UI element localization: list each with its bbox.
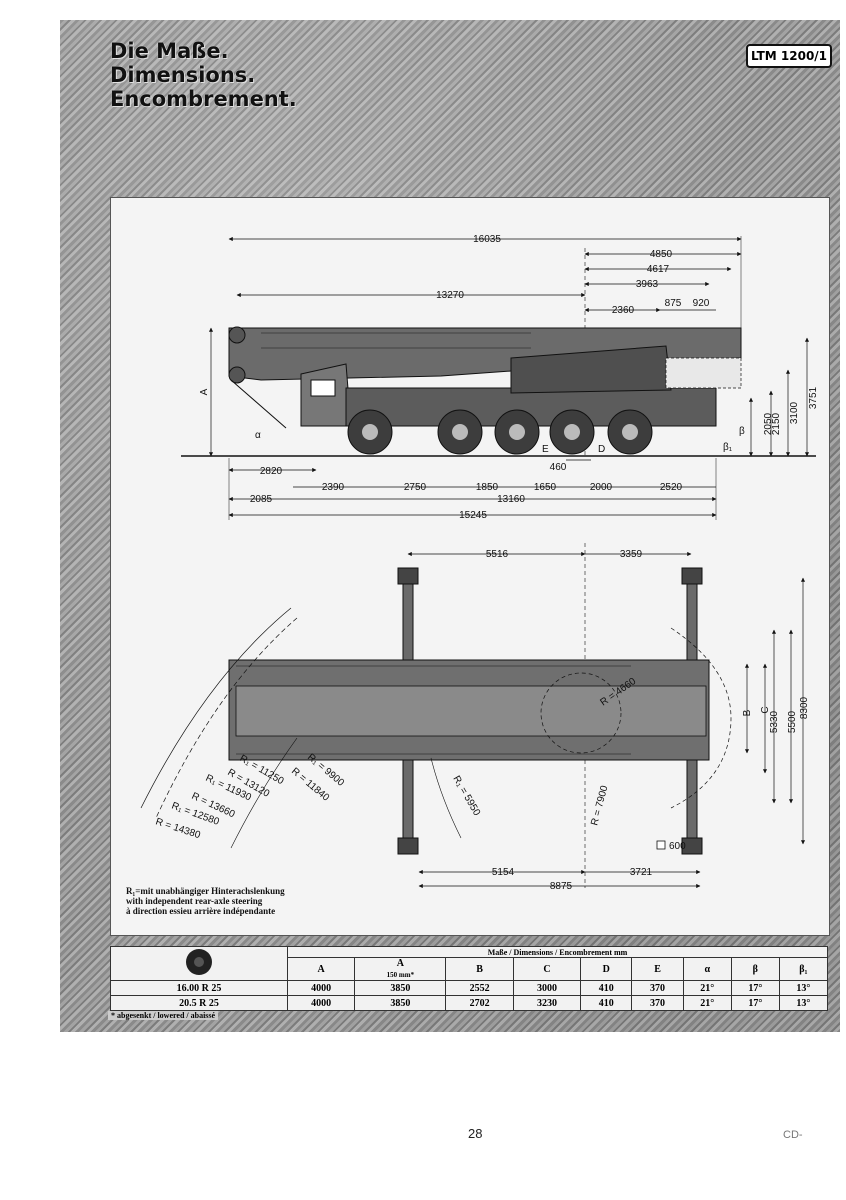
angle-label-beta1: β₁ xyxy=(723,442,733,453)
radius-label: R₁ = 5950 xyxy=(450,774,482,818)
dim-label: 2820 xyxy=(260,466,283,477)
table-cell: 370 xyxy=(631,980,684,996)
dim-label: 2085 xyxy=(250,494,273,505)
dim-label: 8300 xyxy=(799,696,810,719)
dim-label: 5154 xyxy=(492,867,515,878)
column-subnote: 150 mm* xyxy=(386,971,415,979)
title-german: Die Maße. xyxy=(110,39,229,63)
table-cell: 4000 xyxy=(286,995,356,1011)
dim-label: 5500 xyxy=(787,710,798,733)
label-E: E xyxy=(542,444,549,455)
table-cell: 13° xyxy=(778,995,829,1011)
dim-label: 1850 xyxy=(476,482,499,493)
tire-size: 20.5 R 25 xyxy=(110,995,288,1011)
table-group-header: Maße / Dimensions / Encombrement mm xyxy=(287,946,828,958)
dim-label-B: B xyxy=(742,709,753,716)
angle-label-beta: β xyxy=(739,426,745,437)
dim-label: 3721 xyxy=(630,867,653,878)
dim-label: 4617 xyxy=(647,264,670,275)
table-cell: 3850 xyxy=(354,980,447,996)
column-header: B xyxy=(445,957,514,981)
dim-label-A: A xyxy=(199,388,210,395)
dim-label: 2520 xyxy=(660,482,683,493)
note-line: à direction essieu arrière indépendante xyxy=(126,906,276,916)
table-cell: 3230 xyxy=(512,995,582,1011)
column-header: β xyxy=(730,957,780,981)
table-cell: 2702 xyxy=(445,995,514,1011)
column-header: A xyxy=(286,957,356,981)
radius-label: R = 14380 xyxy=(154,816,202,841)
table-cell: 21° xyxy=(682,995,732,1011)
tire-icon-cell xyxy=(110,946,288,981)
title-french: Encombrement. xyxy=(110,87,297,111)
dim-label: 16035 xyxy=(473,234,501,245)
angle-label-alpha: α xyxy=(255,430,261,441)
column-header: E xyxy=(631,957,684,981)
table-cell: 2552 xyxy=(445,980,514,996)
table-cell: 17° xyxy=(730,980,780,996)
table-cell: 410 xyxy=(580,980,633,996)
dim-label: 3963 xyxy=(636,279,659,290)
column-header: D xyxy=(580,957,633,981)
dim-label: 460 xyxy=(550,462,567,473)
dim-label: 2390 xyxy=(322,482,345,493)
dim-label: 3751 xyxy=(808,386,819,409)
dim-label: 15245 xyxy=(459,510,487,521)
dim-label: 4850 xyxy=(650,249,673,260)
table-row: 20.5 R 25 4000 3850 2702 3230 410 370 21… xyxy=(110,995,829,1011)
table-cell: 17° xyxy=(730,995,780,1011)
radius-label: R = 7900 xyxy=(589,784,610,827)
table-cell: 370 xyxy=(631,995,684,1011)
note-line: with independent rear-axle steering xyxy=(126,896,263,906)
corner-mark: CD- xyxy=(783,1129,803,1141)
note-line: R₁=mit unabhängiger Hinterachslenkung xyxy=(126,886,285,896)
outrigger-pad-label: 600 xyxy=(669,841,686,852)
model-badge: LTM 1200/1 xyxy=(746,44,832,68)
dim-label: 3100 xyxy=(789,401,800,424)
dim-label: 5516 xyxy=(486,549,509,560)
table-row: 16.00 R 25 4000 3850 2552 3000 410 370 2… xyxy=(110,980,829,996)
rear-axle-note: R₁=mit unabhängiger Hinterachslenkung wi… xyxy=(126,886,285,916)
label-D: D xyxy=(598,444,605,455)
crane-drawing-svg: 16035 4850 4617 3963 13270 2360 875 920 … xyxy=(140,234,819,892)
dim-label: 2000 xyxy=(590,482,613,493)
tire-icon xyxy=(186,949,212,975)
tire-size: 16.00 R 25 xyxy=(110,980,288,996)
dim-label: 1650 xyxy=(534,482,557,493)
table-cell: 21° xyxy=(682,980,732,996)
table-cell: 4000 xyxy=(286,980,356,996)
dim-label: 5330 xyxy=(769,710,780,733)
side-view xyxy=(181,236,816,520)
footnote: * abgesenkt / lowered / abaissé xyxy=(108,1011,219,1020)
dim-label: 2360 xyxy=(612,305,635,316)
dim-label: 2050 xyxy=(763,412,774,435)
dim-label: 8875 xyxy=(550,881,573,892)
dimension-drawing: 16035 4850 4617 3963 13270 2360 875 920 … xyxy=(110,197,830,936)
dim-label-C: C xyxy=(760,706,771,713)
dim-label: 875 xyxy=(665,298,682,309)
column-header: α xyxy=(682,957,732,981)
dim-label: 2150 xyxy=(771,412,782,435)
column-header: β₁ xyxy=(778,957,829,981)
side-view-labels: 16035 4850 4617 3963 13270 2360 875 920 … xyxy=(199,234,819,521)
dim-label: 920 xyxy=(693,298,710,309)
dim-label: 13160 xyxy=(497,494,525,505)
table-cell: 3850 xyxy=(354,995,447,1011)
table-cell: 13° xyxy=(778,980,829,996)
dim-label: 13270 xyxy=(436,290,464,301)
table-cell: 3000 xyxy=(512,980,582,996)
page-number: 28 xyxy=(468,1126,483,1141)
dim-label: 3359 xyxy=(620,549,643,560)
column-header: C xyxy=(512,957,582,981)
top-view xyxy=(140,543,806,889)
dim-label: 2750 xyxy=(404,482,427,493)
title-english: Dimensions. xyxy=(110,63,256,87)
table-cell: 410 xyxy=(580,995,633,1011)
